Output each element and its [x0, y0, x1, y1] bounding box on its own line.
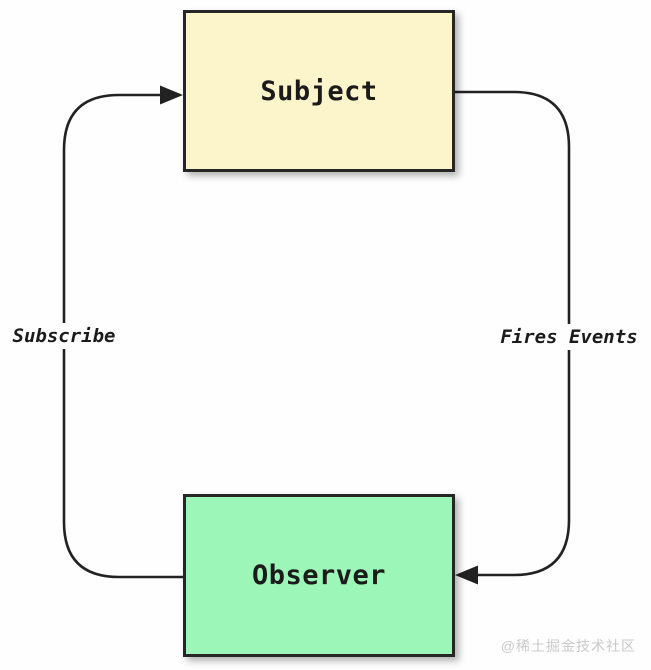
subscribe-arrowhead — [160, 85, 183, 105]
fires-events-arrowhead — [455, 565, 478, 585]
node-subject: Subject — [183, 10, 455, 172]
edge-label-subscribe: Subscribe — [9, 323, 119, 349]
node-observer-label: Observer — [251, 560, 387, 591]
edge-label-fires-events: Fires Events — [497, 324, 641, 350]
watermark: @稀土掘金技术社区 — [500, 638, 636, 654]
node-subject-label: Subject — [260, 75, 378, 107]
node-observer: Observer — [183, 494, 455, 657]
